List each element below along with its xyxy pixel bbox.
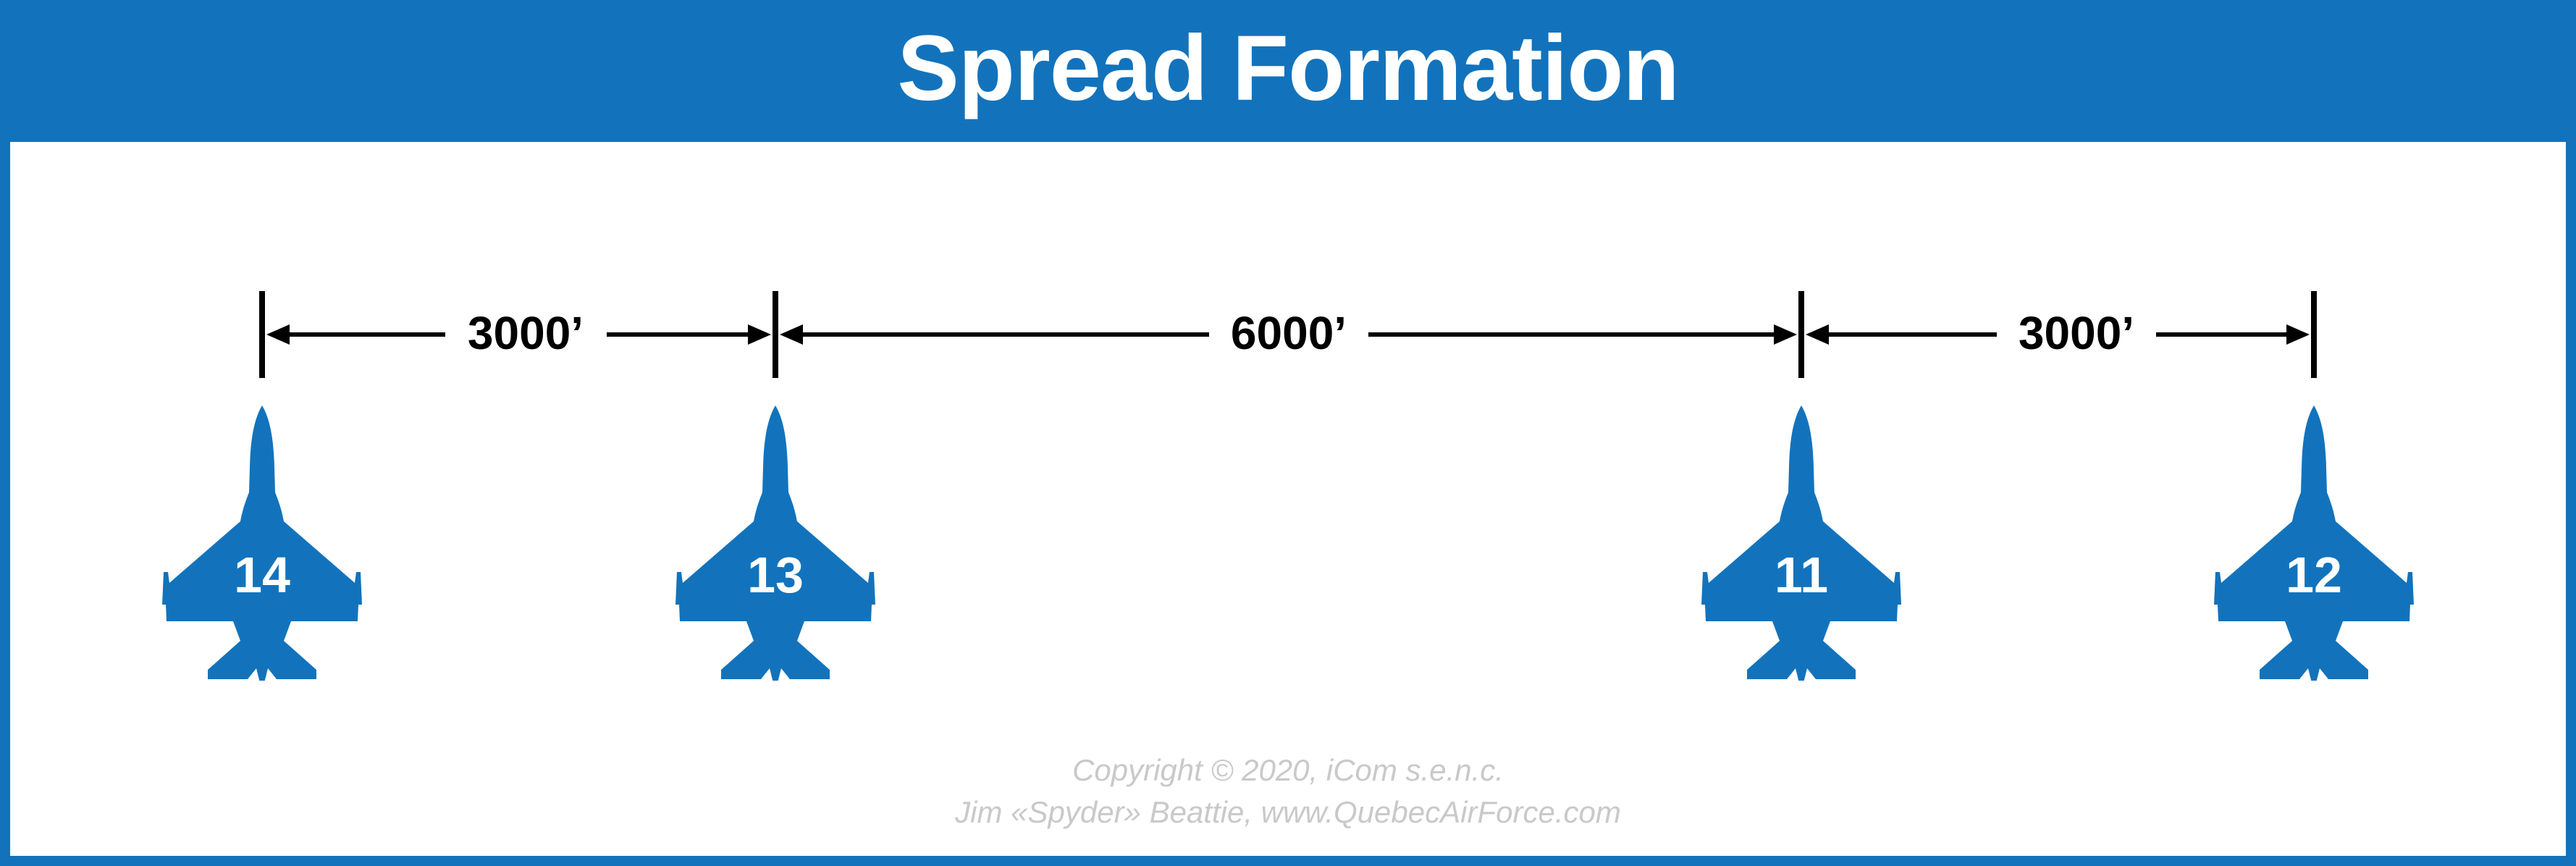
arrowhead (780, 324, 803, 345)
aircraft-13: 13 (675, 405, 875, 681)
diagram-title: Spread Formation (897, 17, 1679, 120)
fighter-jet-icon (1701, 405, 1901, 681)
aircraft-number: 12 (2286, 547, 2342, 603)
arrowhead (266, 324, 290, 345)
aircraft-number: 14 (234, 547, 290, 603)
arrowhead (1774, 324, 1797, 345)
arrowhead (2286, 324, 2310, 345)
aircraft-number: 13 (747, 547, 804, 603)
aircraft-12: 12 (2214, 405, 2414, 681)
credit-line: Jim «Spyder» Beattie, www.QuebecAirForce… (955, 795, 1621, 829)
dimension-ticks (259, 291, 2317, 378)
fighter-jet-icon (675, 405, 875, 681)
arrowhead (748, 324, 771, 345)
dimension-label: 6000’ (1231, 307, 1347, 359)
arrowhead (1806, 324, 1829, 345)
dimension-label: 3000’ (2019, 307, 2134, 359)
fighter-jet-icon (162, 405, 362, 681)
copyright-line: Copyright © 2020, iCom s.e.n.c. (1072, 753, 1504, 787)
dimension-label: 3000’ (468, 307, 584, 359)
dimension-arrows (266, 324, 2310, 345)
aircraft-number: 11 (1775, 547, 1828, 603)
aircraft-11: 11 (1701, 405, 1901, 681)
fighter-jet-icon (2214, 405, 2414, 681)
title-bar: Spread Formation (0, 0, 2576, 142)
aircraft-14: 14 (162, 405, 362, 681)
